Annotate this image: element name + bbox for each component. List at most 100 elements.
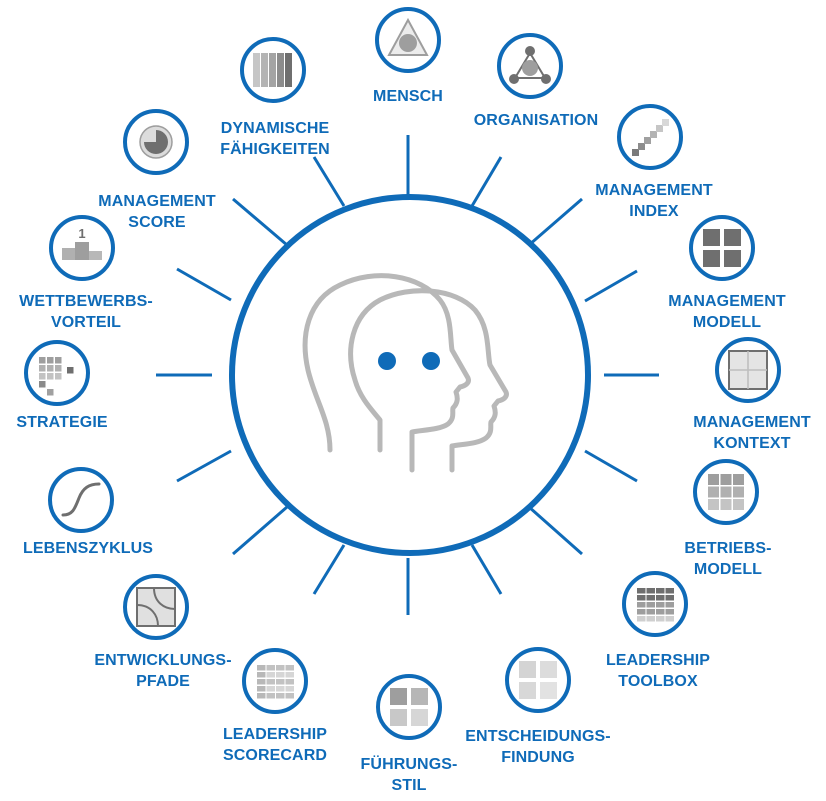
label-lebenszyklus: LEBENSZYKLUS xyxy=(23,538,153,559)
node-betriebs-modell xyxy=(693,459,759,525)
label-line: MANAGEMENT xyxy=(98,193,216,210)
label-line: MANAGEMENT xyxy=(693,414,811,431)
node-circle xyxy=(48,467,114,533)
dot-matrix-icon xyxy=(39,357,74,396)
label-line: STRATEGIE xyxy=(16,414,108,431)
curved-paths-icon xyxy=(136,587,176,627)
label-management-index: MANAGEMENT INDEX xyxy=(595,180,712,222)
spoke-lines xyxy=(156,135,659,615)
node-entscheidungsfindung xyxy=(505,647,571,713)
node-strategie xyxy=(24,340,90,406)
label-line: BETRIEBS- xyxy=(684,540,772,557)
s-curve-icon xyxy=(61,482,101,517)
label-organisation: ORGANISATION xyxy=(474,110,598,131)
label-entwicklungspfade: ENTWICKLUNGS- PFADE xyxy=(94,650,231,692)
label-line: ENTWICKLUNGS- xyxy=(94,652,232,669)
four-squares-icon xyxy=(703,229,741,267)
label-line: LEADERSHIP xyxy=(605,652,711,669)
spoke-management-score xyxy=(232,197,288,247)
spoke-organisation xyxy=(470,156,503,207)
label-line: MANAGEMENT xyxy=(595,182,713,199)
pie-gauge-icon xyxy=(139,125,173,159)
label-line: FÜHRUNGS- xyxy=(360,756,458,773)
label-line: KONTEXT xyxy=(713,435,791,452)
label-line: DYNAMISCHE xyxy=(220,120,330,137)
label-management-score: MANAGEMENT SCORE xyxy=(98,191,215,233)
table-grid-icon xyxy=(637,588,674,622)
node-management-index xyxy=(617,104,683,170)
spoke-betriebs-modell xyxy=(584,449,638,483)
node-management-kontext xyxy=(715,337,781,403)
label-management-kontext: MANAGEMENT KONTEXT xyxy=(693,412,810,454)
label-line: MODELL xyxy=(692,314,762,331)
label-mensch: MENSCH xyxy=(373,86,443,107)
spoke-entwicklungspfade xyxy=(232,505,288,556)
light-four-squares-icon xyxy=(519,661,557,699)
label-line: ENTSCHEIDUNGS- xyxy=(465,728,611,745)
label-line: WETTBEWERBS- xyxy=(19,293,153,310)
network-triangle-icon xyxy=(509,46,551,84)
node-dynamische-faehigkeiten xyxy=(240,37,306,103)
two-heads-profile-icon xyxy=(302,273,509,473)
vertical-bars-icon xyxy=(253,53,292,87)
spoke-dynamische-faehigkeiten xyxy=(312,156,346,207)
right-eye xyxy=(422,352,440,370)
center-node xyxy=(229,194,591,556)
label-line: SCORE xyxy=(128,214,186,231)
diagonal-steps-icon xyxy=(632,119,669,156)
center-circle xyxy=(229,194,591,556)
label-line: FÄHIGKEITEN xyxy=(220,141,330,158)
spoke-management-modell xyxy=(584,269,638,303)
label-line: VORTEIL xyxy=(50,314,122,331)
triangle-circle-icon xyxy=(387,17,429,56)
node-organisation xyxy=(497,33,563,99)
node-lebenszyklus xyxy=(48,467,114,533)
label-line: FINDUNG xyxy=(501,749,575,766)
spoke-wettbewerbsvorteil xyxy=(176,267,232,302)
label-fuehrungsstil: FÜHRUNGS- STIL xyxy=(361,754,458,796)
node-management-modell xyxy=(689,215,755,281)
node-management-score xyxy=(123,109,189,175)
label-dynamische-faehigkeiten: DYNAMISCHE FÄHIGKEITEN xyxy=(220,118,330,160)
label-line: MANAGEMENT xyxy=(668,293,786,310)
label-line: MENSCH xyxy=(373,88,443,105)
node-fuehrungsstil xyxy=(376,674,442,740)
podium-rank-label: 1 xyxy=(78,226,85,241)
spoke-lebenszyklus xyxy=(176,449,232,483)
node-circle xyxy=(376,674,442,740)
label-line: INDEX xyxy=(629,203,679,220)
label-entscheidungsfindung: ENTSCHEIDUNGS- FINDUNG xyxy=(465,726,610,768)
label-line: PFADE xyxy=(136,673,190,690)
label-line: STIL xyxy=(391,777,427,794)
four-squares-gray-icon xyxy=(390,688,428,726)
quadrant-square-icon xyxy=(728,350,768,390)
label-strategie: STRATEGIE xyxy=(16,412,107,433)
label-leadership-toolbox: LEADERSHIP TOOLBOX xyxy=(606,650,710,692)
label-betriebs-modell: BETRIEBS- MODELL xyxy=(684,538,771,580)
label-line: MODELL xyxy=(693,561,763,578)
spoke-leadership-toolbox xyxy=(528,505,583,556)
node-circle xyxy=(505,647,571,713)
node-mensch xyxy=(375,7,441,73)
node-entwicklungspfade xyxy=(123,574,189,640)
label-wettbewerbsvorteil: WETTBEWERBS- VORTEIL xyxy=(19,291,153,333)
node-circle xyxy=(689,215,755,281)
outer-nodes: 1 xyxy=(24,7,781,740)
podium-icon: 1 xyxy=(62,226,102,260)
spoke-leadership-scorecard xyxy=(312,544,346,595)
label-line: TOOLBOX xyxy=(618,673,698,690)
label-line: SCORECARD xyxy=(222,747,328,764)
spoke-management-index xyxy=(528,197,583,247)
scorecard-table-icon xyxy=(257,665,294,699)
label-line: ORGANISATION xyxy=(473,112,599,129)
label-line: LEBENSZYKLUS xyxy=(22,540,154,557)
spoke-entscheidungsfindung xyxy=(470,544,503,595)
node-leadership-toolbox xyxy=(622,571,688,637)
nine-grid-icon xyxy=(708,474,744,510)
left-eye xyxy=(378,352,396,370)
node-leadership-scorecard xyxy=(242,648,308,714)
node-wettbewerbsvorteil: 1 xyxy=(49,215,115,281)
